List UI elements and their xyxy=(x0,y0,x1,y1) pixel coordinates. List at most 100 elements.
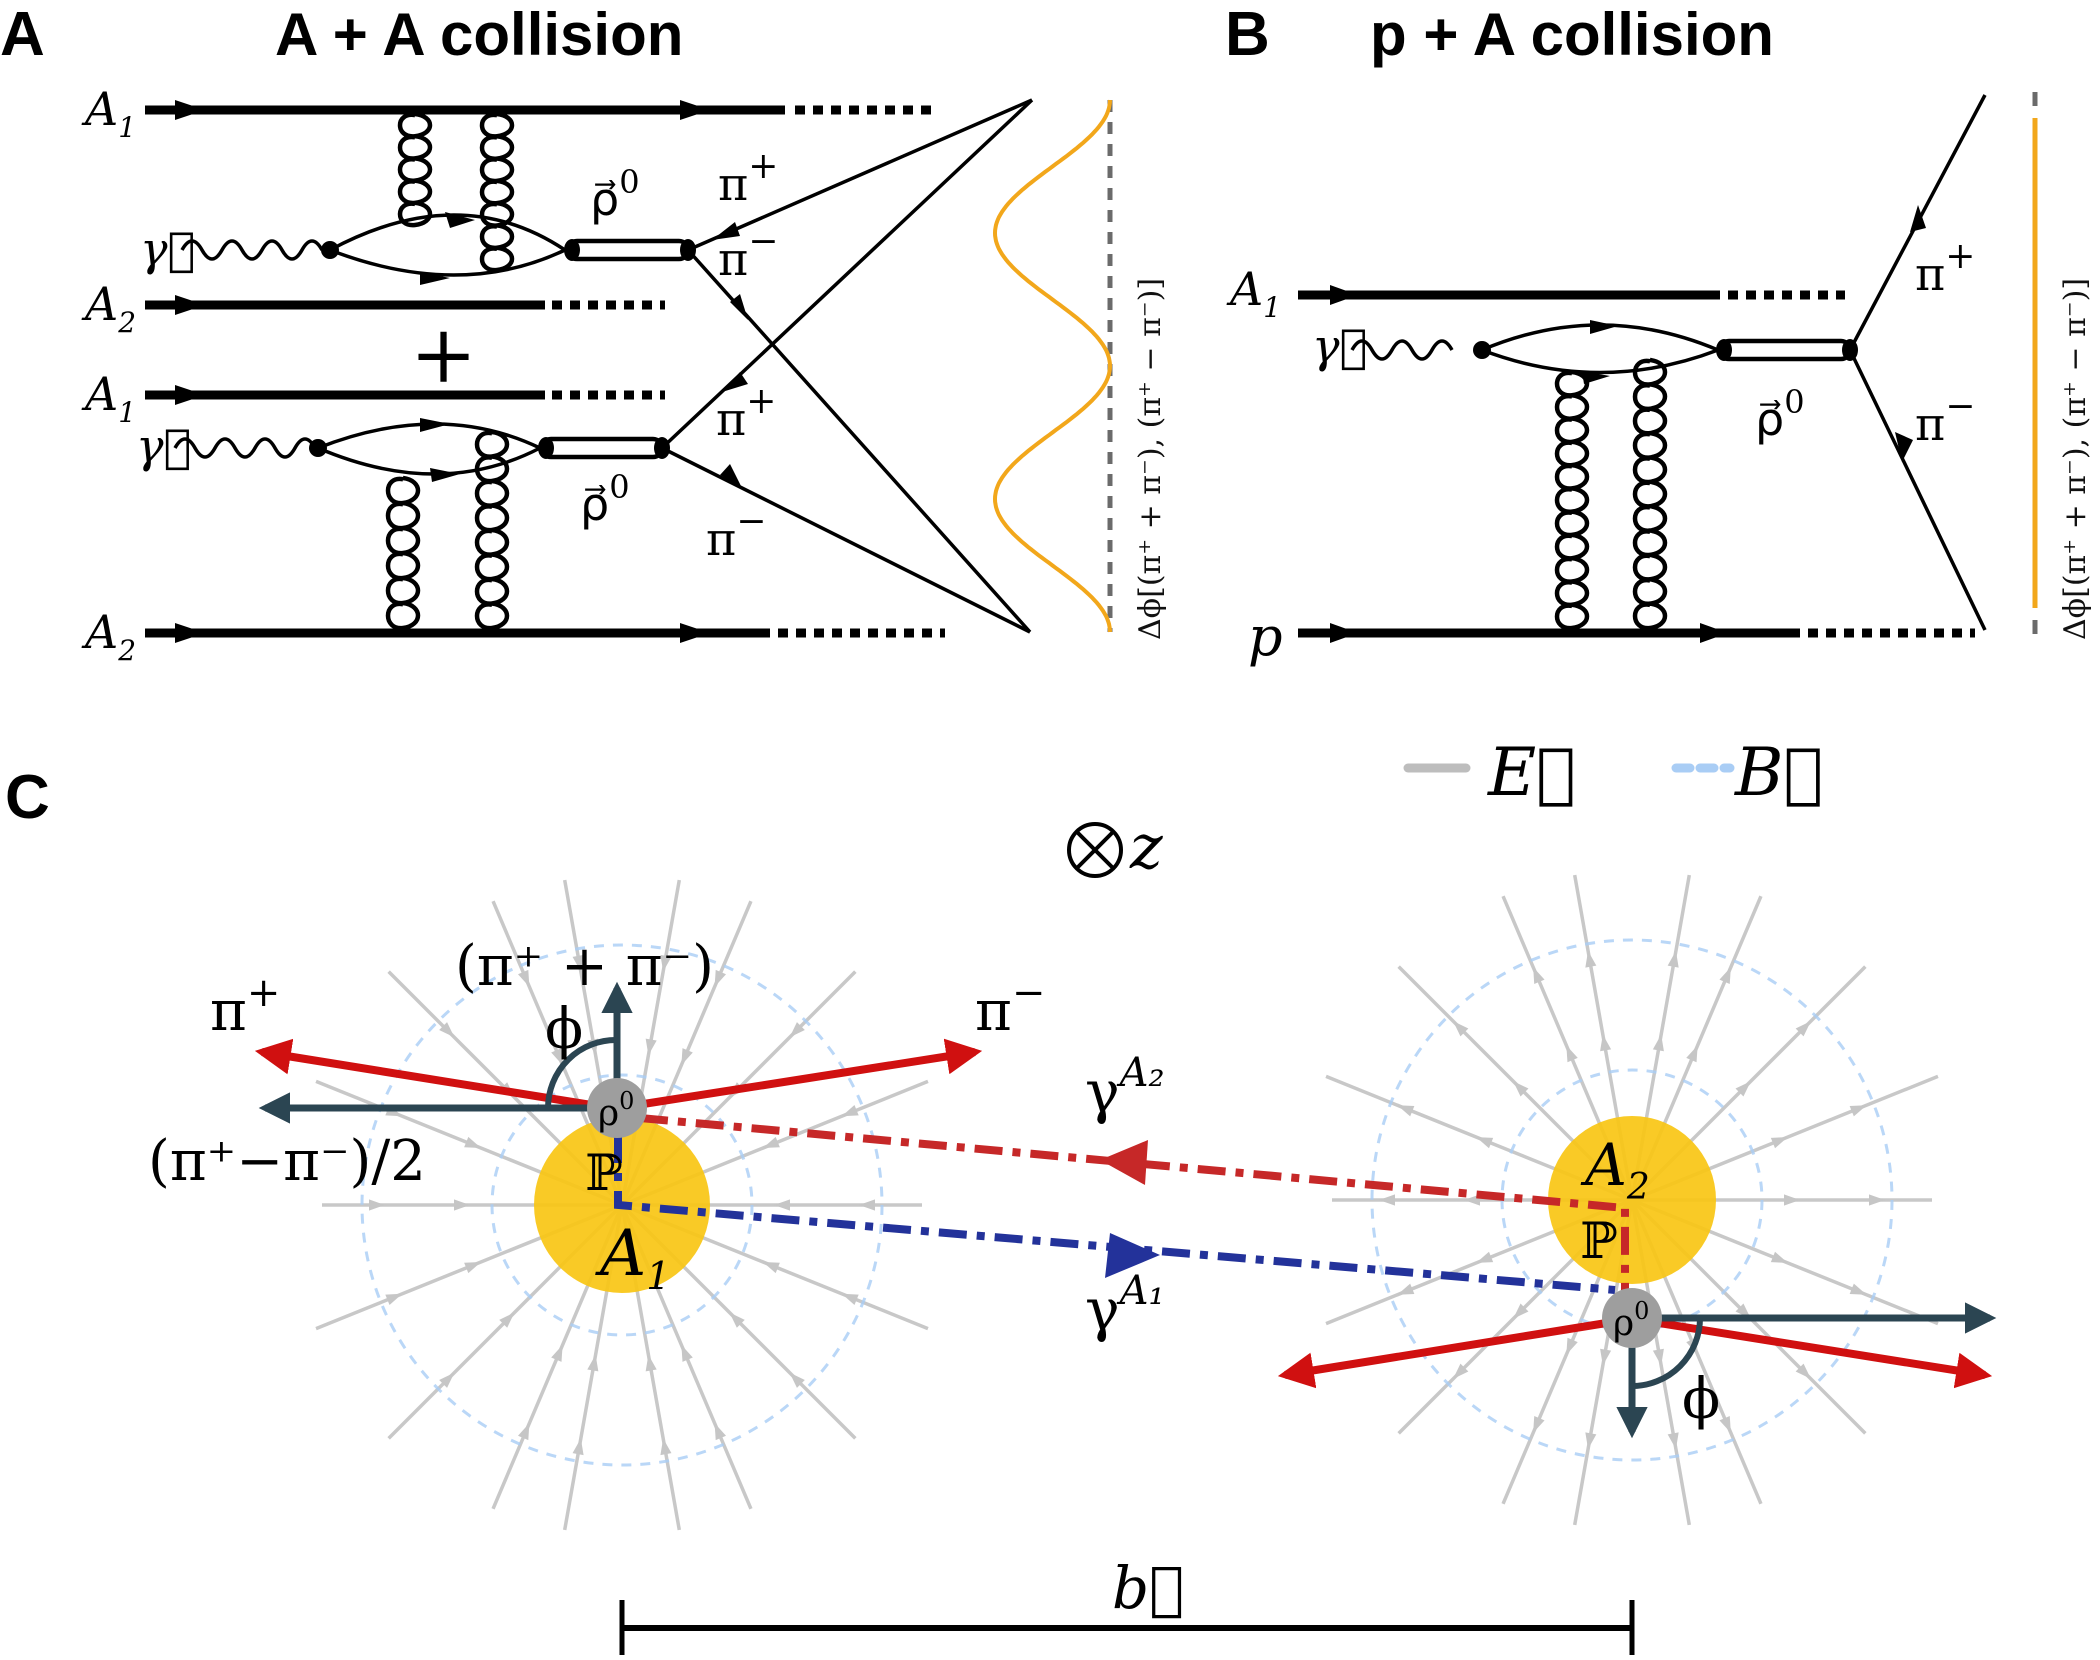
e-field-arrow xyxy=(1795,1363,1811,1379)
label-a2-top: A2 xyxy=(81,277,136,339)
e-field-arrow xyxy=(517,969,530,987)
e-field-arrow xyxy=(1585,950,1597,968)
rho-meson-a1 xyxy=(587,1078,647,1138)
e-field-arrow xyxy=(1397,1105,1415,1117)
e-field-arrow xyxy=(587,1354,599,1372)
e-field-arrow xyxy=(439,1022,455,1038)
pi-minus-label: π− xyxy=(1915,386,1975,451)
e-field-arrow xyxy=(1513,1303,1529,1319)
gluon-coil xyxy=(397,111,433,228)
arrow-icon xyxy=(680,623,710,643)
e-field-arrow xyxy=(645,1354,657,1372)
legend: E⃗ B⃗ xyxy=(1403,734,1823,811)
e-field-arrow xyxy=(1770,1137,1788,1149)
e-field-arrow xyxy=(1476,1137,1494,1149)
arrow-icon xyxy=(722,372,748,392)
gluon-coil xyxy=(385,475,421,631)
panel-a: A A + A collision A1 γ⃗ ρ⃗0 π+ π− xyxy=(0,0,1168,667)
e-field-arrow xyxy=(660,1438,672,1456)
e-field-arrow xyxy=(551,1048,563,1066)
arrow-icon xyxy=(175,623,205,643)
panel-c: C E⃗ B⃗ z γA₂ γA₁ ℙ xyxy=(5,734,1997,1655)
e-field-arrow xyxy=(1652,1034,1664,1052)
diagram-a-bottom: A1 γ⃗ ρ⃗0 π+ π− A2 xyxy=(81,367,945,667)
e-field-arrow xyxy=(1600,1348,1612,1366)
vertex-dot xyxy=(564,239,580,261)
e-field-arrow xyxy=(1719,1415,1731,1433)
sum-vector-label: (π⁺ + π⁻) xyxy=(455,934,714,999)
e-field-arrow xyxy=(499,1312,515,1328)
b-field-circle xyxy=(360,943,884,1467)
e-field-arrow xyxy=(369,1199,385,1211)
e-field-arrow xyxy=(789,1022,805,1038)
diagram-a-top: A1 γ⃗ ρ⃗0 π+ π− A2 xyxy=(81,82,935,339)
beam-axis-indicator: z xyxy=(1067,810,1163,883)
photon-wavy-line xyxy=(180,239,324,261)
diff-vector-label: (π⁺−π⁻)/2 xyxy=(148,1129,426,1194)
arrow-icon xyxy=(680,100,710,120)
pion-lines-a xyxy=(660,98,1034,634)
z-axis-label: z xyxy=(1129,810,1163,883)
e-field-arrow xyxy=(1566,1045,1578,1063)
e-field-arrow xyxy=(1464,1194,1480,1206)
e-field-arrow xyxy=(1849,1105,1867,1117)
e-field-arrow xyxy=(762,1136,780,1149)
photon-wavy-line xyxy=(173,437,317,459)
e-field-arrow xyxy=(681,1048,693,1066)
rho-label: ρ⃗0 xyxy=(1755,383,1805,446)
gluon-lines xyxy=(397,111,515,273)
rho-meson-a2 xyxy=(1602,1288,1662,1348)
e-field-arrow xyxy=(572,1438,584,1456)
label-proton: p xyxy=(1248,605,1283,668)
e-field-arrow xyxy=(1735,1081,1751,1097)
e-field-arrow xyxy=(714,1423,727,1441)
rho-propagator xyxy=(565,238,691,262)
e-field-arrow xyxy=(859,1199,875,1211)
arrow-icon xyxy=(720,464,742,488)
pi-plus-label: π+ xyxy=(210,970,280,1044)
pi-plus-line-bottom xyxy=(660,98,1034,450)
photon-direction-arrow xyxy=(1100,1140,1148,1185)
rho-label: ρ⃗0 xyxy=(590,163,640,226)
photon-label: γ⃗ xyxy=(1312,319,1367,373)
e-field-arrow xyxy=(1533,967,1545,985)
e-field-arrow xyxy=(681,1344,693,1362)
panel-letter-b: B xyxy=(1225,0,1270,69)
e-field-arrow xyxy=(1784,1194,1800,1206)
photon-line-a1 xyxy=(614,1135,1616,1294)
rho-label: ρ⃗0 xyxy=(580,468,630,531)
photon-wavy-line xyxy=(1350,339,1454,361)
impact-parameter-label: b⃗ xyxy=(1112,1554,1184,1622)
e-field-arrow xyxy=(1453,1021,1469,1037)
arrow-icon xyxy=(1330,623,1358,643)
arrow-icon xyxy=(445,212,475,228)
arrow-icon xyxy=(175,100,205,120)
label-a1-top: A1 xyxy=(81,82,136,144)
photon-label-a2: γA₂ xyxy=(1085,1050,1165,1126)
legend-b-label: B⃗ xyxy=(1734,734,1823,811)
pi-plus-label: π+ xyxy=(1915,236,1975,301)
label-a2-bottom: A2 xyxy=(81,605,136,667)
panel-letter-c: C xyxy=(5,763,50,832)
angle-label: ϕ xyxy=(1682,1367,1720,1432)
into-page-icon-cross xyxy=(1075,830,1115,870)
label-a1: A1 xyxy=(1226,262,1281,324)
arrow-icon xyxy=(1582,371,1610,384)
e-field-arrow xyxy=(454,1199,470,1211)
arrow-icon xyxy=(420,272,450,285)
rho-propagator xyxy=(539,436,665,460)
e-field-arrow xyxy=(551,1344,563,1362)
pomeron-label-a1: ℙ xyxy=(585,1144,623,1202)
e-field-arrow xyxy=(1600,1034,1612,1052)
vertex-dot xyxy=(1716,339,1732,361)
pi-plus-line-top xyxy=(687,98,1033,252)
pi-minus-label-top: π− xyxy=(718,221,778,286)
e-field-arrow xyxy=(774,1199,790,1211)
pi-plus-label-bottom: π+ xyxy=(716,381,776,446)
rho-propagator xyxy=(1717,338,1853,362)
arrow-icon xyxy=(1895,432,1913,462)
e-field-arrow xyxy=(1453,1363,1469,1379)
e-field-arrow xyxy=(1513,1081,1529,1097)
e-field-arrow xyxy=(1719,967,1731,985)
vectors-a2: ρ0 ϕ xyxy=(1277,1288,1997,1439)
